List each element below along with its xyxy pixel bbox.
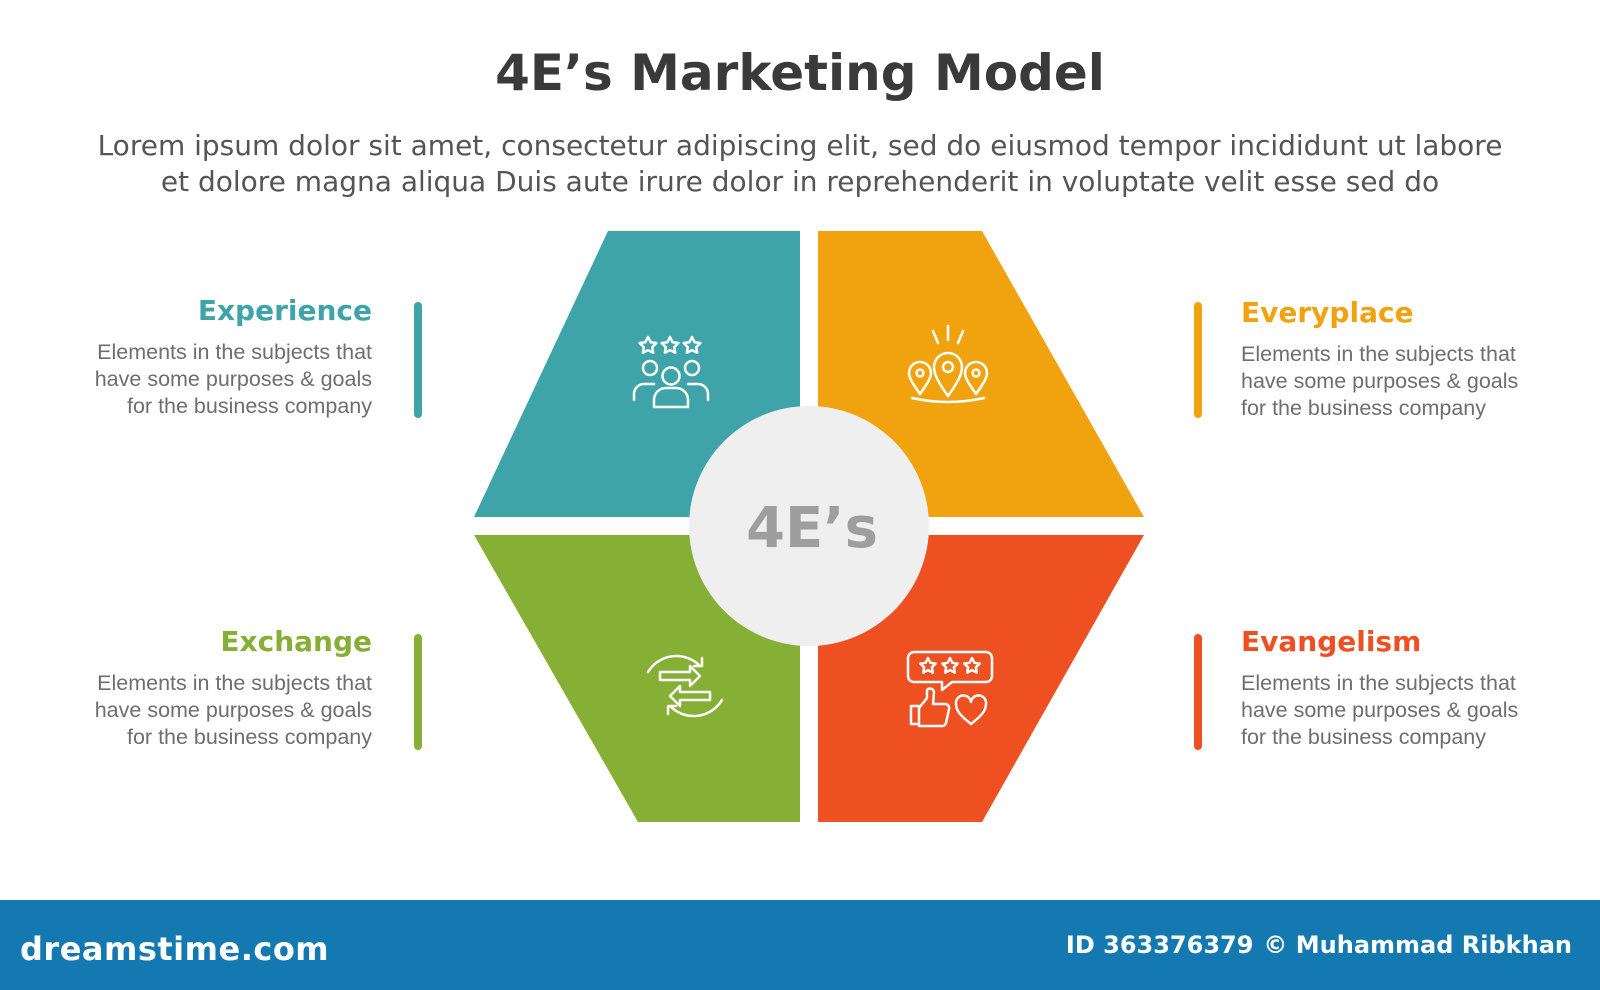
- page-title: 4E’s Marketing Model: [495, 44, 1105, 102]
- segment-block-everyplace: Everyplace Elements in the subjects that…: [1241, 296, 1551, 422]
- desc-line: Elements in the subjects that: [97, 671, 372, 695]
- subtitle-line-2: et dolore magna aliqua Duis aute irure d…: [160, 165, 1440, 198]
- accent-bar-evangelism: [1194, 634, 1202, 750]
- desc-line: have some purposes & goals: [1241, 369, 1519, 393]
- brand-logo[interactable]: dreamstime.com: [20, 930, 330, 968]
- page-subtitle: Lorem ipsum dolor sit amet, consectetur …: [70, 128, 1530, 200]
- segment-block-experience: Experience Elements in the subjects that…: [62, 294, 372, 420]
- desc-line: for the business company: [1241, 396, 1486, 420]
- footer-bar: dreamstime.com ID 363376379 © Muhammad Ri…: [0, 900, 1600, 990]
- desc-line: have some purposes & goals: [94, 698, 372, 722]
- segment-evangelism: [818, 535, 1144, 822]
- desc-line: Elements in the subjects that: [1241, 342, 1516, 366]
- desc-line: have some purposes & goals: [1241, 698, 1519, 722]
- segment-block-exchange: Exchange Elements in the subjects that h…: [62, 625, 372, 751]
- segment-desc-experience: Elements in the subjects that have some …: [62, 339, 372, 420]
- accent-bar-everyplace: [1194, 302, 1202, 418]
- team-rating-icon: [632, 335, 710, 409]
- segment-exchange: [474, 535, 800, 822]
- segment-title-evangelism: Evangelism: [1241, 625, 1422, 658]
- review-like-heart-icon: [906, 650, 994, 728]
- desc-line: for the business company: [127, 394, 372, 418]
- desc-line: for the business company: [1241, 725, 1486, 749]
- segment-title-everyplace: Everyplace: [1241, 296, 1414, 329]
- image-credit: ID 363376379 © Muhammad Ribkhan: [1066, 931, 1572, 959]
- desc-line: for the business company: [127, 725, 372, 749]
- accent-bar-exchange: [414, 634, 422, 750]
- accent-bar-experience: [414, 302, 422, 418]
- desc-line: have some purposes & goals: [94, 367, 372, 391]
- segment-desc-everyplace: Elements in the subjects that have some …: [1241, 341, 1551, 422]
- segment-experience: [474, 231, 800, 517]
- segment-desc-exchange: Elements in the subjects that have some …: [62, 670, 372, 751]
- subtitle-line-1: Lorem ipsum dolor sit amet, consectetur …: [97, 129, 1503, 162]
- segment-title-experience: Experience: [197, 294, 372, 327]
- segment-block-evangelism: Evangelism Elements in the subjects that…: [1241, 625, 1551, 751]
- desc-line: Elements in the subjects that: [97, 340, 372, 364]
- desc-line: Elements in the subjects that: [1241, 671, 1516, 695]
- segment-title-exchange: Exchange: [220, 625, 372, 658]
- image-id: ID 363376379: [1065, 931, 1254, 959]
- segment-everyplace: [818, 231, 1144, 517]
- segment-desc-evangelism: Elements in the subjects that have some …: [1241, 670, 1551, 751]
- center-label: 4E’s: [746, 496, 878, 561]
- center-circle: [689, 406, 929, 646]
- exchange-arrows-icon: [646, 654, 724, 718]
- copyright-author: © Muhammad Ribkhan: [1263, 931, 1572, 959]
- location-pins-icon: [907, 324, 989, 404]
